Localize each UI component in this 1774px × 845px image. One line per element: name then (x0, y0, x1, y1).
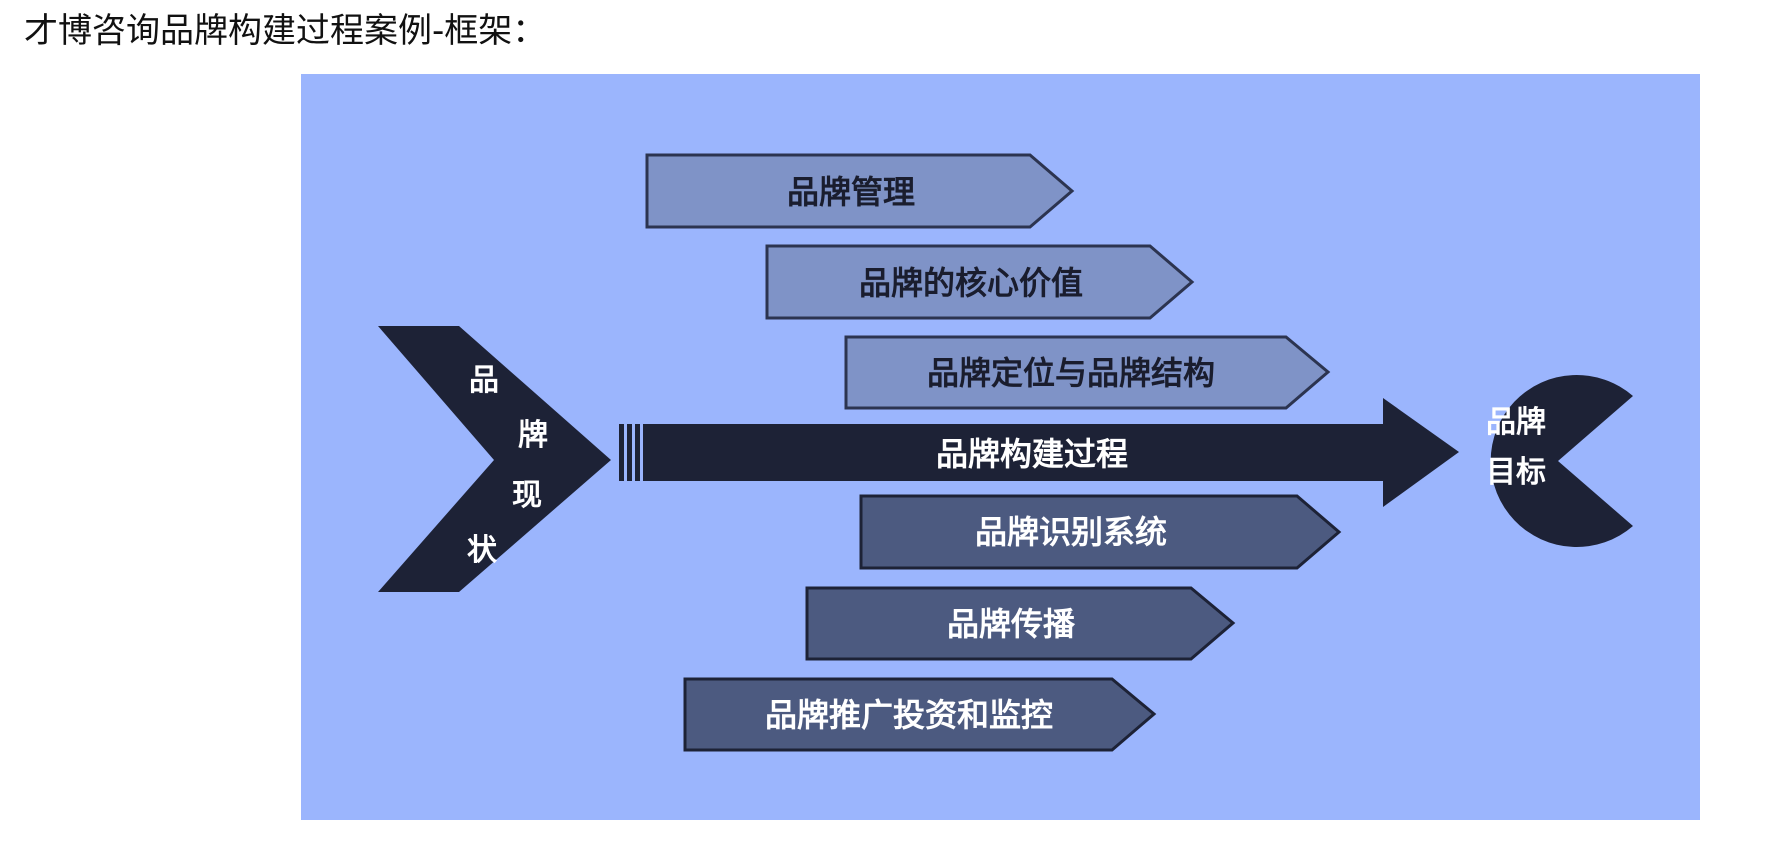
page-title: 才博咨询品牌构建过程案例-框架： (24, 11, 547, 51)
current-state-char: 状 (467, 533, 498, 568)
main-process-arrow: 品牌构建过程 (619, 398, 1459, 507)
current-state-chevron: 品 牌 现 状 (378, 326, 611, 592)
goal-label-line1: 品牌 (1486, 405, 1546, 440)
brand-goal-shape: 品牌 目标 (1486, 374, 1633, 547)
goal-label-line2: 目标 (1486, 455, 1546, 490)
diagram-canvas: 品牌管理 品牌的核心价值 品牌定位与品牌结构 品 牌 现 状 品牌构建过程 (301, 74, 1700, 820)
step-label: 品牌推广投资和监控 (765, 696, 1053, 734)
main-process-label: 品牌构建过程 (936, 435, 1128, 473)
step-arrow-communication: 品牌传播 (805, 586, 1236, 661)
step-arrow-core-value: 品牌的核心价值 (765, 244, 1195, 320)
step-label: 品牌传播 (947, 605, 1076, 643)
brand-building-diagram: 品牌管理 品牌的核心价值 品牌定位与品牌结构 品 牌 现 状 品牌构建过程 (301, 74, 1700, 820)
current-state-char: 品 (469, 363, 499, 398)
step-label: 品牌定位与品牌结构 (927, 354, 1215, 392)
step-label: 品牌的核心价值 (859, 264, 1083, 302)
current-state-char: 牌 (518, 418, 548, 453)
step-label: 品牌识别系统 (975, 513, 1167, 551)
step-arrow-brand-management: 品牌管理 (645, 153, 1075, 229)
step-arrow-positioning-structure: 品牌定位与品牌结构 (844, 335, 1331, 410)
step-label: 品牌管理 (787, 173, 915, 211)
step-arrow-promotion-investment: 品牌推广投资和监控 (683, 677, 1157, 752)
current-state-char: 现 (512, 478, 542, 513)
step-arrow-identity-system: 品牌识别系统 (859, 494, 1342, 570)
